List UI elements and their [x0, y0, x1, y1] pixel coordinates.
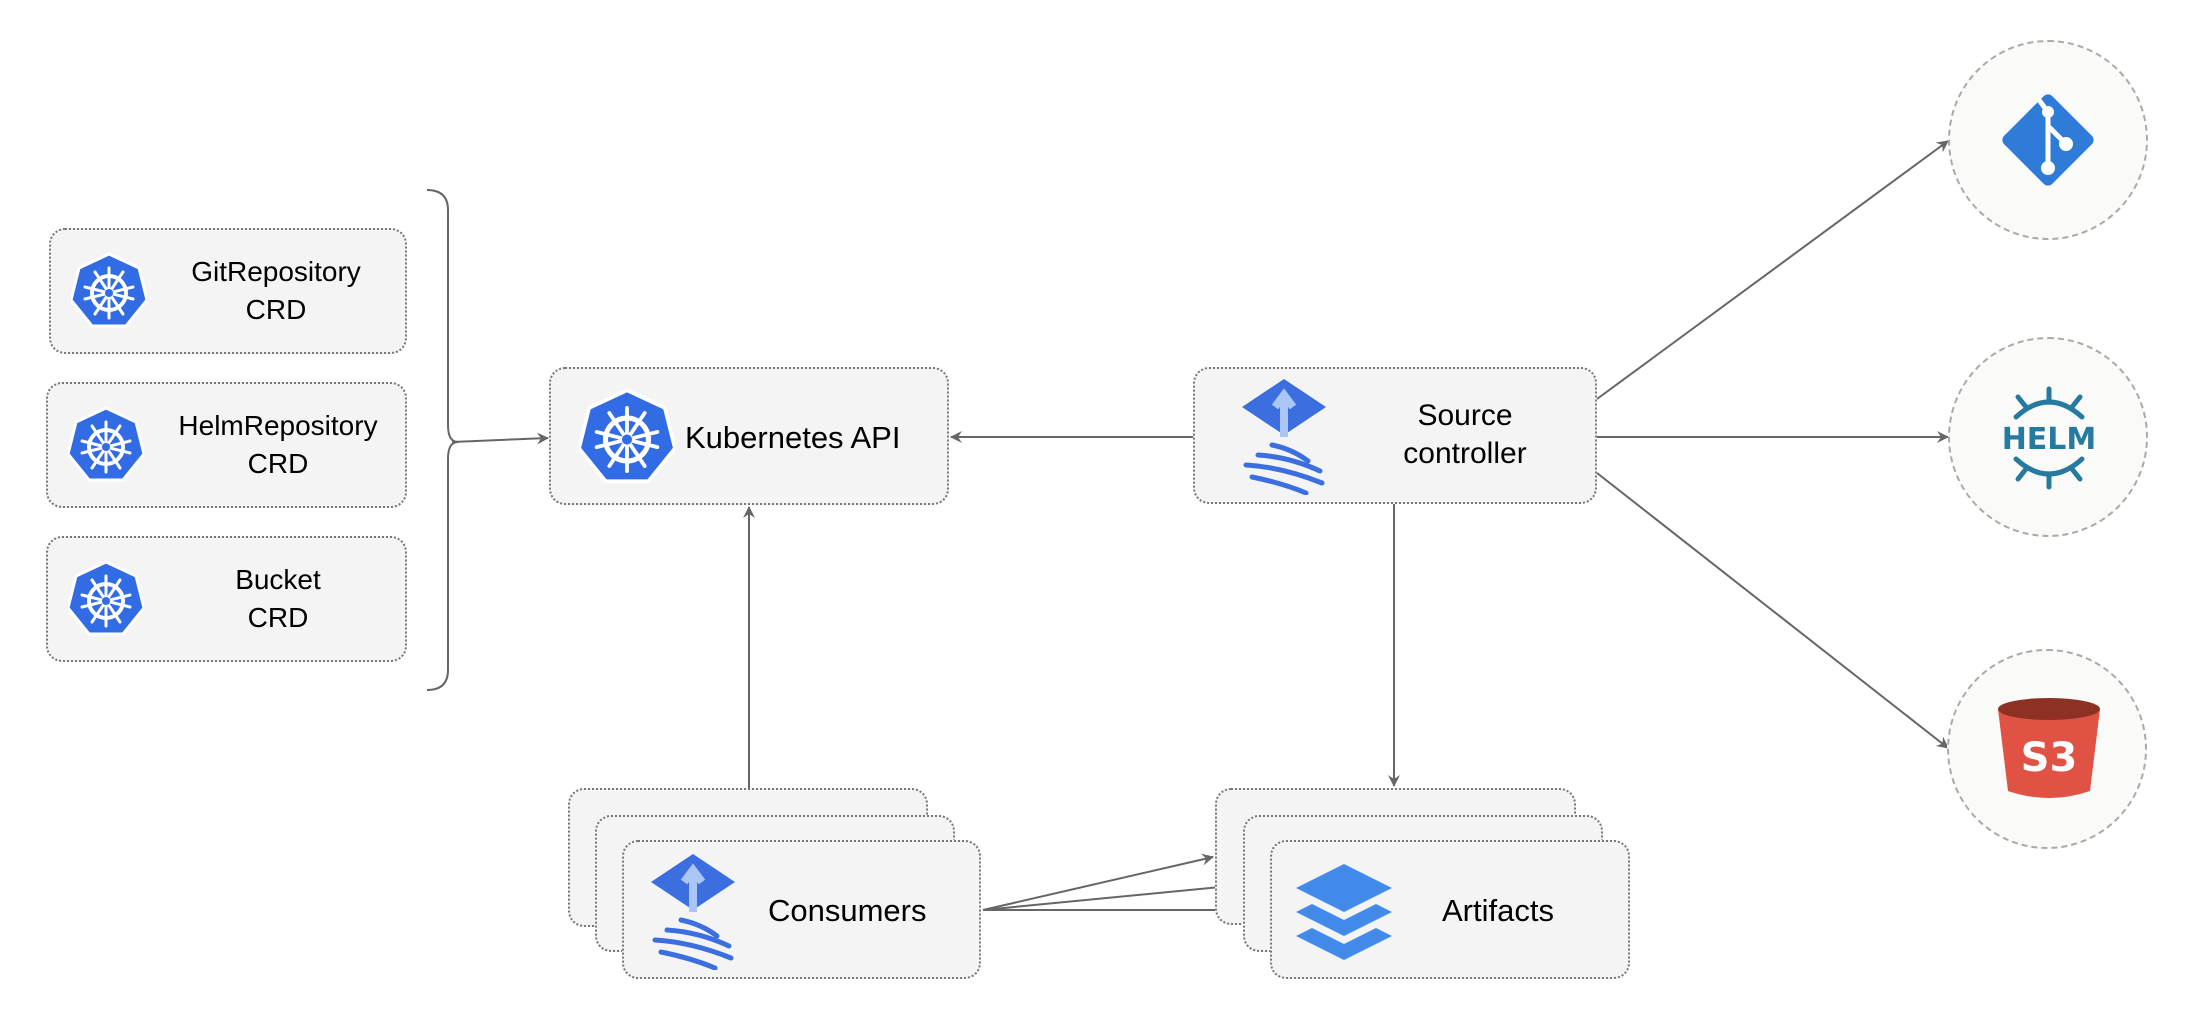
consumers-box[interactable]: Consumers	[622, 840, 981, 979]
source-controller-label-line1: Source	[1417, 399, 1513, 432]
flux-icon	[1242, 379, 1326, 495]
arrow-crds-to-kubernetes-api	[451, 432, 549, 445]
artifacts-box[interactable]: Artifacts	[1270, 840, 1630, 979]
helm-source-circle[interactable]: HELM	[1948, 337, 2148, 537]
crd-brace	[426, 189, 459, 691]
kubernetes-icon	[68, 560, 144, 636]
s3-bucket-icon: S3	[1998, 698, 2100, 798]
crd-name: Bucket	[235, 564, 321, 595]
layers-icon	[1296, 864, 1392, 960]
source-controller-box[interactable]: Source controller	[1193, 367, 1597, 504]
arrow-consumers-to-artifacts-2	[982, 880, 1242, 911]
s3-source-circle[interactable]: S3	[1947, 649, 2147, 849]
kubernetes-icon	[68, 406, 144, 482]
crd-kind: CRD	[247, 448, 309, 479]
git-icon	[2002, 94, 2094, 186]
crd-kind: CRD	[247, 602, 309, 633]
crd-box-helmrepository[interactable]: HelmRepository CRD	[46, 382, 407, 508]
s3-logo-text: S3	[2021, 735, 2078, 781]
crd-kind: CRD	[245, 294, 307, 325]
flux-icon	[651, 854, 735, 970]
source-controller-label-line2: controller	[1403, 437, 1527, 470]
git-source-circle[interactable]	[1948, 40, 2148, 240]
crd-name: HelmRepository	[178, 410, 378, 441]
helm-icon: HELM	[2002, 386, 2097, 490]
arrow-consumers-to-artifacts-1	[982, 853, 1214, 911]
artifacts-label: Artifacts	[1442, 893, 1554, 928]
arrow-source-controller-to-git	[1596, 140, 1949, 400]
arrow-source-controller-to-s3	[1596, 472, 1949, 749]
crd-name: GitRepository	[191, 256, 361, 287]
kubernetes-api-label: Kubernetes API	[685, 420, 901, 455]
crd-box-bucket[interactable]: Bucket CRD	[46, 536, 407, 662]
kubernetes-icon	[71, 252, 147, 328]
consumers-label: Consumers	[768, 893, 927, 928]
helm-logo-text: HELM	[2002, 422, 2097, 457]
kubernetes-icon	[579, 387, 675, 487]
kubernetes-api-box[interactable]: Kubernetes API	[549, 367, 949, 505]
crd-box-gitrepository[interactable]: GitRepository CRD	[49, 228, 407, 354]
